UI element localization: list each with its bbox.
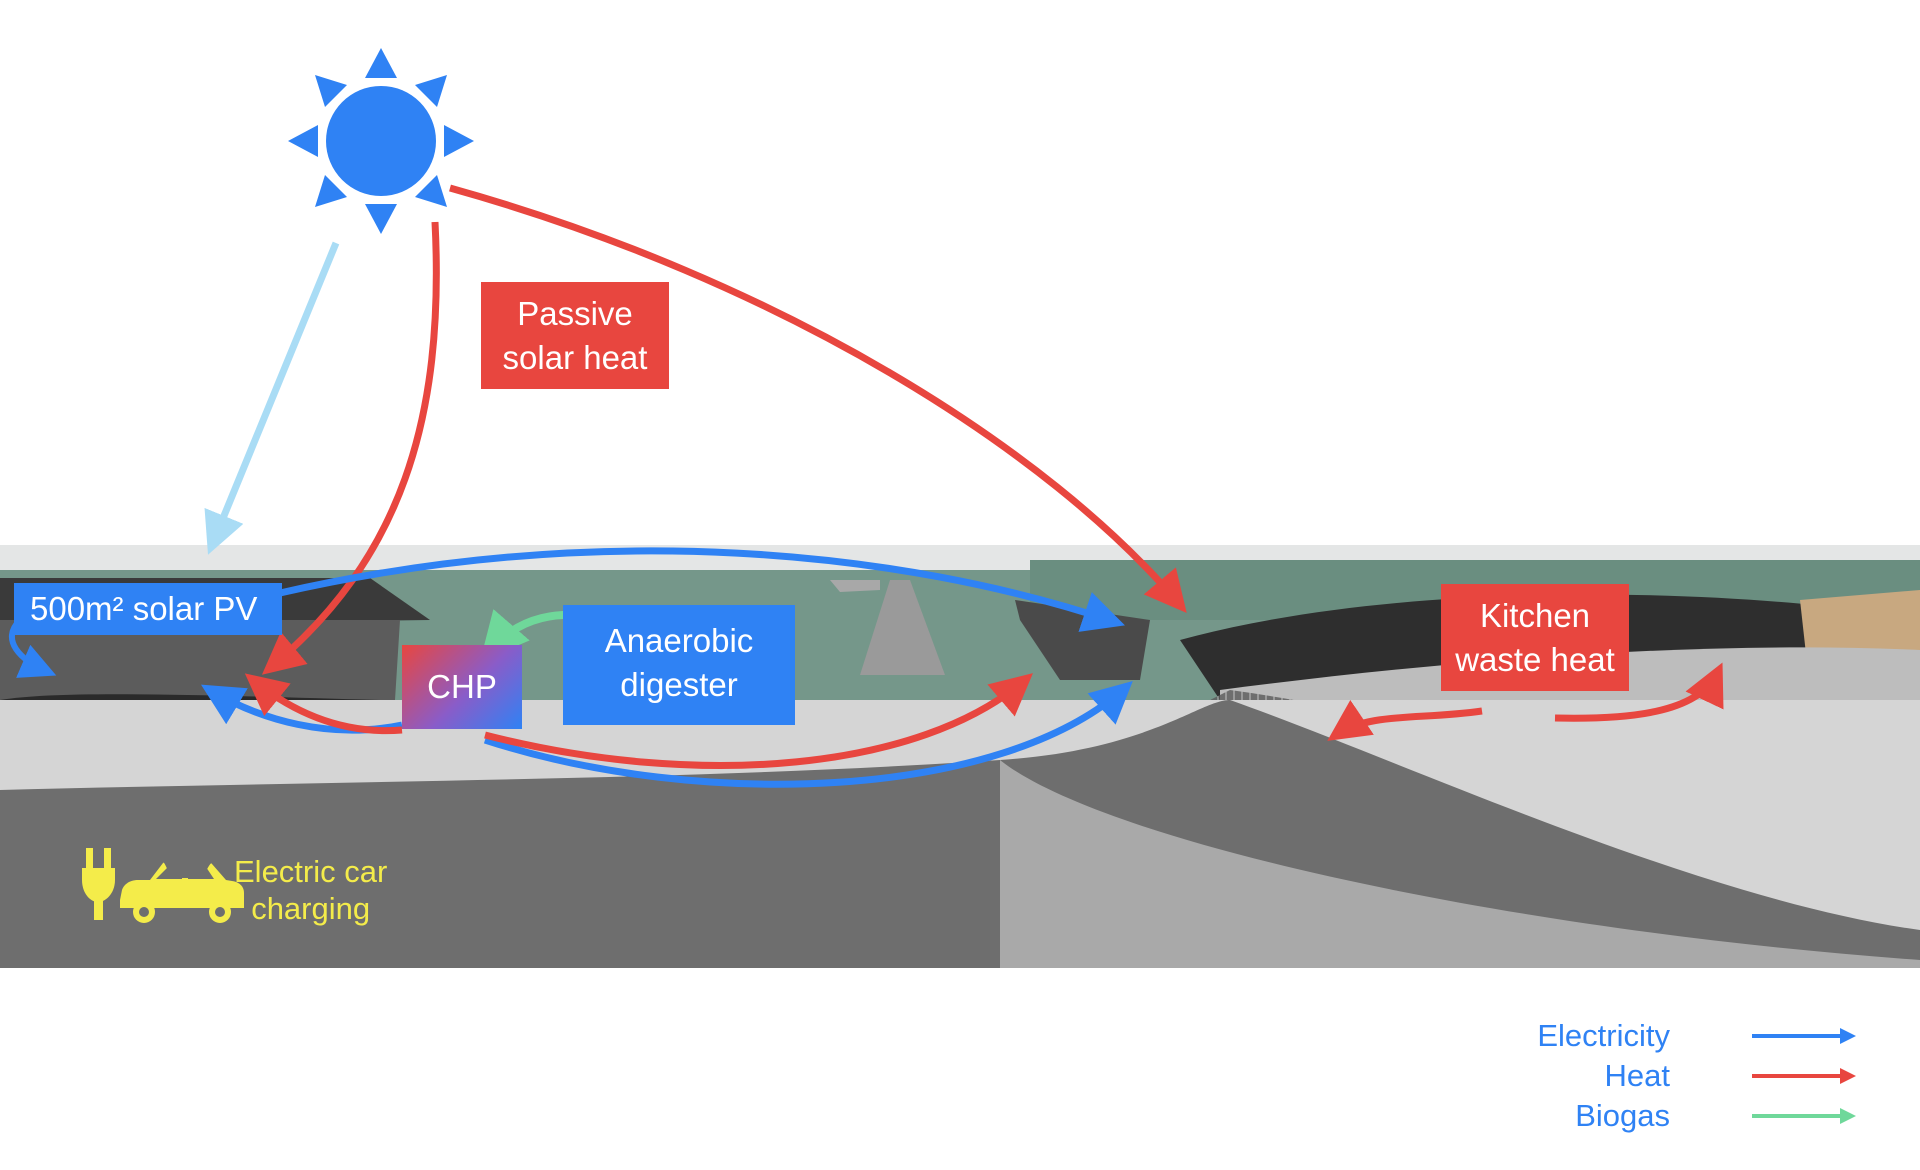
kitchen-waste-heat-label: Kitchen waste heat	[1441, 584, 1629, 691]
legend-biogas-label: Biogas	[1575, 1096, 1670, 1136]
passive-solar-heat-line1: Passive	[481, 292, 669, 336]
legend-heat: Heat	[1500, 1056, 1860, 1096]
ev-charging-line1: Electric car	[234, 853, 387, 890]
passive-solar-heat-line2: solar heat	[481, 336, 669, 380]
legend-electricity: Electricity	[1500, 1016, 1860, 1056]
anaerobic-digester-line2: digester	[563, 663, 795, 707]
anaerobic-digester-label: Anaerobic digester	[563, 605, 795, 725]
legend-biogas-arrow	[1750, 1104, 1860, 1128]
anaerobic-digester-line1: Anaerobic	[563, 619, 795, 663]
ev-charging-line2: charging	[234, 890, 387, 927]
sun-icon	[288, 48, 474, 234]
chp-label: CHP	[402, 645, 522, 729]
chp-text: CHP	[402, 645, 522, 729]
solar-pv-text: 500m² solar PV	[30, 583, 282, 635]
legend-electricity-arrow	[1750, 1024, 1860, 1048]
legend-electricity-label: Electricity	[1537, 1016, 1670, 1056]
passive-solar-heat-label: Passive solar heat	[481, 282, 669, 389]
ev-charging-label: Electric car charging	[234, 853, 387, 927]
legend-heat-arrow	[1750, 1064, 1860, 1088]
solar-pv-label: 500m² solar PV	[14, 583, 282, 635]
kitchen-waste-heat-line2: waste heat	[1441, 638, 1629, 682]
legend-heat-label: Heat	[1605, 1056, 1670, 1096]
legend-biogas: Biogas	[1500, 1096, 1860, 1136]
sunlight-arrow	[212, 243, 336, 545]
heat-arrow-sun-to-centre	[450, 188, 1180, 605]
kitchen-waste-heat-line1: Kitchen	[1441, 594, 1629, 638]
